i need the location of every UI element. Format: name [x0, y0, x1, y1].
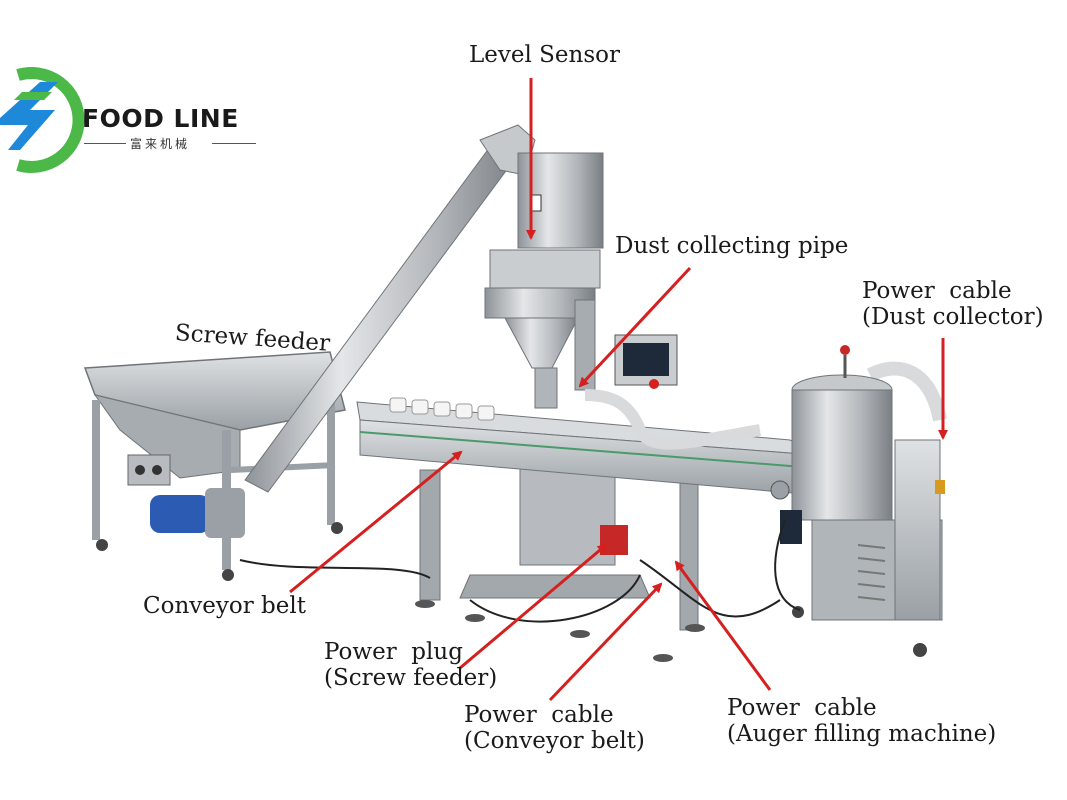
label-power-plug-2: (Screw feeder)	[324, 665, 498, 691]
auger-filler	[484, 152, 678, 409]
label-conveyor-belt: Conveyor belt	[143, 593, 306, 619]
label-power-cable-conv-2: (Conveyor belt)	[464, 728, 645, 754]
arrow-power-plug	[459, 543, 608, 670]
arrow-dust-pipe	[578, 266, 692, 388]
brand-subtitle: 富来机械	[130, 137, 191, 151]
label-dust-pipe: Dust collecting pipe	[615, 233, 849, 259]
dust-collector	[780, 345, 945, 657]
label-power-cable-conv-1: Power cable	[464, 702, 614, 728]
label-power-plug-1: Power plug	[324, 639, 463, 665]
food-line-logo-icon	[0, 67, 85, 173]
annotation-arrows	[289, 78, 948, 702]
filler-base	[415, 454, 705, 662]
arrow-power-cable-conv	[548, 582, 663, 702]
brand-rule-left	[84, 143, 126, 144]
arrow-conveyor-belt	[289, 450, 463, 594]
brand-rule-right	[212, 143, 256, 144]
label-power-cable-auger-2: (Auger filling machine)	[727, 721, 997, 747]
arrow-power-cable-auger	[674, 560, 772, 691]
label-level-sensor: Level Sensor	[469, 42, 620, 68]
label-power-cable-dust-1: Power cable	[862, 278, 1012, 304]
brand-name: FOOD LINE	[82, 104, 239, 133]
screw-feeder-hopper	[83, 351, 346, 581]
dust-collecting-hose	[584, 389, 761, 450]
label-power-cable-auger-1: Power cable	[727, 695, 877, 721]
label-power-cable-dust-2: (Dust collector)	[862, 304, 1044, 330]
